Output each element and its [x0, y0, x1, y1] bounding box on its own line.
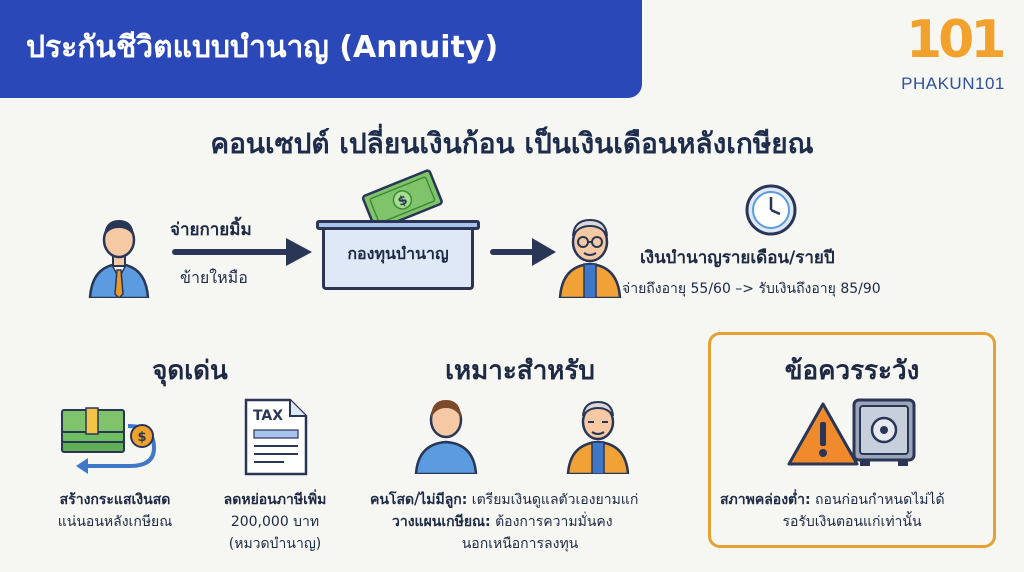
retiree-icon [566, 400, 630, 474]
safe-icon [852, 398, 916, 466]
single-person-icon [414, 400, 478, 474]
caution-line1: สภาพคล่องต่ำ: ถอนก่อนกำหนดไม่ได้ [720, 490, 945, 510]
suitable-retire-line3: นอกเหนือการลงทุน [461, 536, 579, 552]
arrow-head-1-icon [286, 238, 312, 266]
tax-document-icon: TAX [244, 398, 308, 476]
suitable-heading: เหมาะสำหรับ [445, 356, 595, 386]
caution-line2: รอรับเงินตอนแก่เท่านั้น [782, 514, 922, 530]
header-banner [0, 0, 642, 98]
suitable-single-line: คนโสด/ไม่มีลูก: เตรียมเงินดูแลตัวเองยามแ… [370, 490, 638, 510]
arrow-head-2-icon [532, 238, 556, 266]
page-title: ประกันชีวิตแบบบำนาญ (Annuity) [26, 30, 499, 65]
banknote-icon: $ [361, 169, 443, 230]
fund-label: กองทุนบำนาญ [347, 244, 449, 263]
cash-flow-icon: $ [61, 407, 157, 474]
suitable-retire-line: วางแผนเกษียณ: ต้องการความมั่นคง [392, 512, 613, 532]
svg-text:$: $ [137, 430, 146, 445]
cashflow-title: สร้างกระแสเงินสด [59, 492, 171, 508]
tax-icon-label: TAX [253, 408, 283, 424]
suitable-single-bold: คนโสด/ไม่มีลูก: [370, 492, 468, 508]
suitable-single-rest: เตรียมเงินดูแลตัวเองยามแก่ [467, 492, 639, 508]
annuity-payout-subtitle: จ่ายถึงอายุ 55/60 –> รับเงินถึงอายุ 85/9… [622, 281, 881, 297]
fund-box-lid [316, 220, 480, 230]
suitable-retire-rest: ต้องการความมั่นคง [490, 514, 613, 530]
businessman-icon [88, 220, 150, 298]
flow-arrow-1 [172, 249, 292, 255]
clock-icon [745, 184, 797, 236]
tax-deduction-title: ลดหย่อนภาษีเพิ่ม [223, 492, 327, 508]
logo-text: PHAKUN101 [901, 74, 1005, 93]
concept-title: คอนเซปต์ เปลี่ยนเงินก้อน เป็นเงินเดือนหล… [210, 127, 814, 160]
suitable-retire-bold: วางแผนเกษียณ: [392, 514, 491, 530]
tax-deduction-amount: 200,000 บาท [230, 514, 320, 530]
logo-number: 101 [906, 10, 1007, 70]
elderly-person-icon [558, 218, 622, 298]
caution-box [708, 332, 996, 548]
highlights-heading: จุดเด่น [152, 356, 228, 386]
flow-arrow-2 [490, 249, 538, 255]
cashflow-desc: แน่นอนหลังเกษียณ [57, 514, 173, 530]
caution-heading: ข้อควรระวัง [784, 356, 920, 386]
caution-liquidity-rest: ถอนก่อนกำหนดไม่ได้ [810, 492, 945, 508]
caution-liquidity-bold: สภาพคล่องต่ำ: [720, 492, 811, 508]
tax-deduction-category: (หมวดบำนาญ) [228, 536, 322, 552]
pay-premium-label: จ่ายกายมิ้ม [170, 220, 252, 240]
pay-sub-label: ข้ายใหมือ [180, 268, 248, 287]
annuity-fund-box [322, 224, 474, 290]
warning-icon [787, 402, 859, 466]
annuity-payout-title: เงินบำนาญรายเดือน/รายปี [640, 248, 835, 268]
